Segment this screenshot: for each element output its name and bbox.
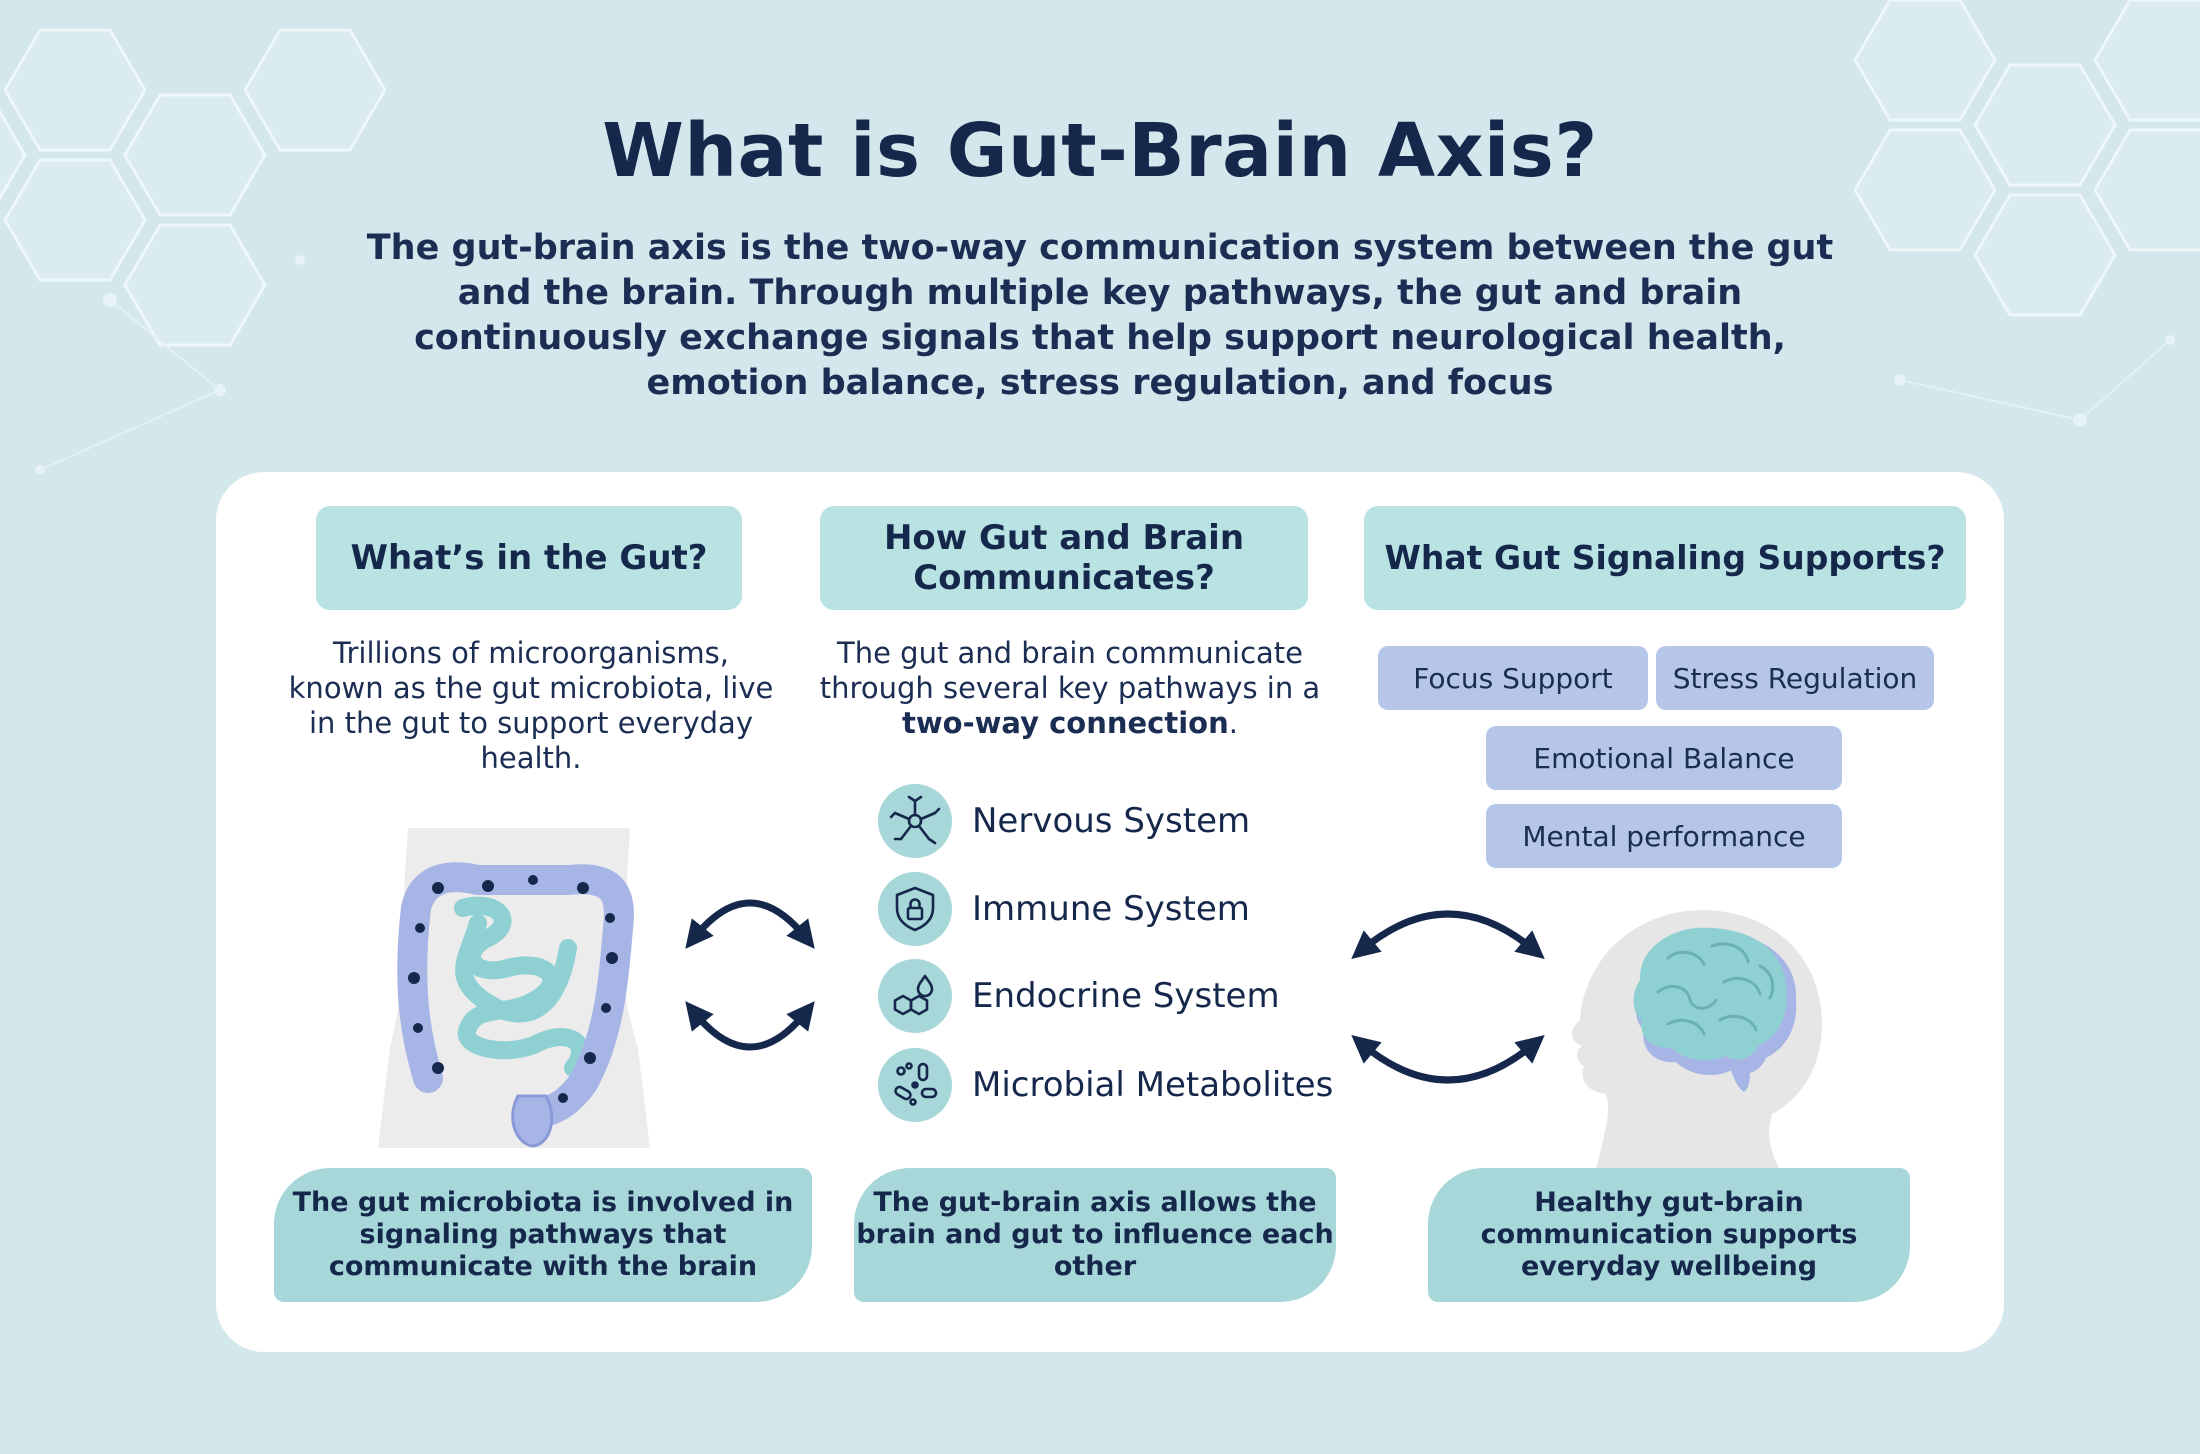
pathway-immune-system: Immune System: [878, 869, 1250, 949]
pathway-label: Endocrine System: [972, 976, 1280, 1016]
support-summary-bubble: Healthy gut-brain communication supports…: [1428, 1168, 1910, 1302]
hexagon-pattern-right: [1853, 0, 2200, 427]
two-way-arrow-gut-upper: [685, 899, 815, 949]
microbes-icon: [878, 1048, 952, 1122]
two-way-connection-text: two-way connection: [902, 706, 1229, 740]
two-way-arrow-brain-upper: [1351, 910, 1545, 959]
gut-description: Trillions of microorganisms, known as th…: [288, 636, 774, 775]
pathway-label: Immune System: [972, 889, 1250, 929]
large-intestine: [397, 862, 634, 1128]
head-brain-illustration: [1571, 910, 1822, 1170]
main-card: What’s in the Gut? How Gut and Brain Com…: [216, 472, 2004, 1352]
shield-lock-icon: [878, 872, 952, 946]
intestine-illustration: [378, 828, 650, 1148]
two-way-arrow-gut-lower: [685, 1001, 815, 1051]
pathway-endocrine-system: Endocrine System: [878, 956, 1280, 1036]
header-what-supports: What Gut Signaling Supports?: [1364, 506, 1966, 610]
pill-mental-performance: Mental performance: [1486, 804, 1842, 868]
brain-icon: [1633, 927, 1797, 1092]
header-how-communicates: How Gut and Brain Communicates?: [820, 506, 1308, 610]
communication-summary-bubble: The gut-brain axis allows the brain and …: [854, 1168, 1336, 1302]
hexagon-pattern-left: [0, 28, 387, 475]
gut-summary-bubble: The gut microbiota is involved in signal…: [274, 1168, 812, 1302]
page-title: What is Gut-Brain Axis?: [602, 108, 1598, 194]
header-whats-in-gut: What’s in the Gut?: [316, 506, 742, 610]
hormone-molecule-icon: [878, 959, 952, 1033]
pill-focus-support: Focus Support: [1378, 646, 1648, 710]
pathway-microbial-metabolites: Microbial Metabolites: [878, 1045, 1333, 1125]
pathway-label: Nervous System: [972, 801, 1251, 841]
small-intestine: [454, 896, 589, 1077]
neuron-icon: [878, 784, 952, 858]
intro-paragraph: The gut-brain axis is the two-way commun…: [366, 228, 1834, 403]
pill-stress-regulation: Stress Regulation: [1656, 646, 1934, 710]
communication-description-end: .: [1228, 706, 1238, 740]
communication-description-start: The gut and brain communicate through se…: [819, 636, 1321, 705]
communication-description: The gut and brain communicate through se…: [794, 636, 1346, 741]
two-way-arrow-brain-lower: [1351, 1035, 1545, 1084]
pill-emotional-balance: Emotional Balance: [1486, 726, 1842, 790]
pathway-label: Microbial Metabolites: [972, 1065, 1334, 1105]
pathway-nervous-system: Nervous System: [878, 781, 1250, 861]
